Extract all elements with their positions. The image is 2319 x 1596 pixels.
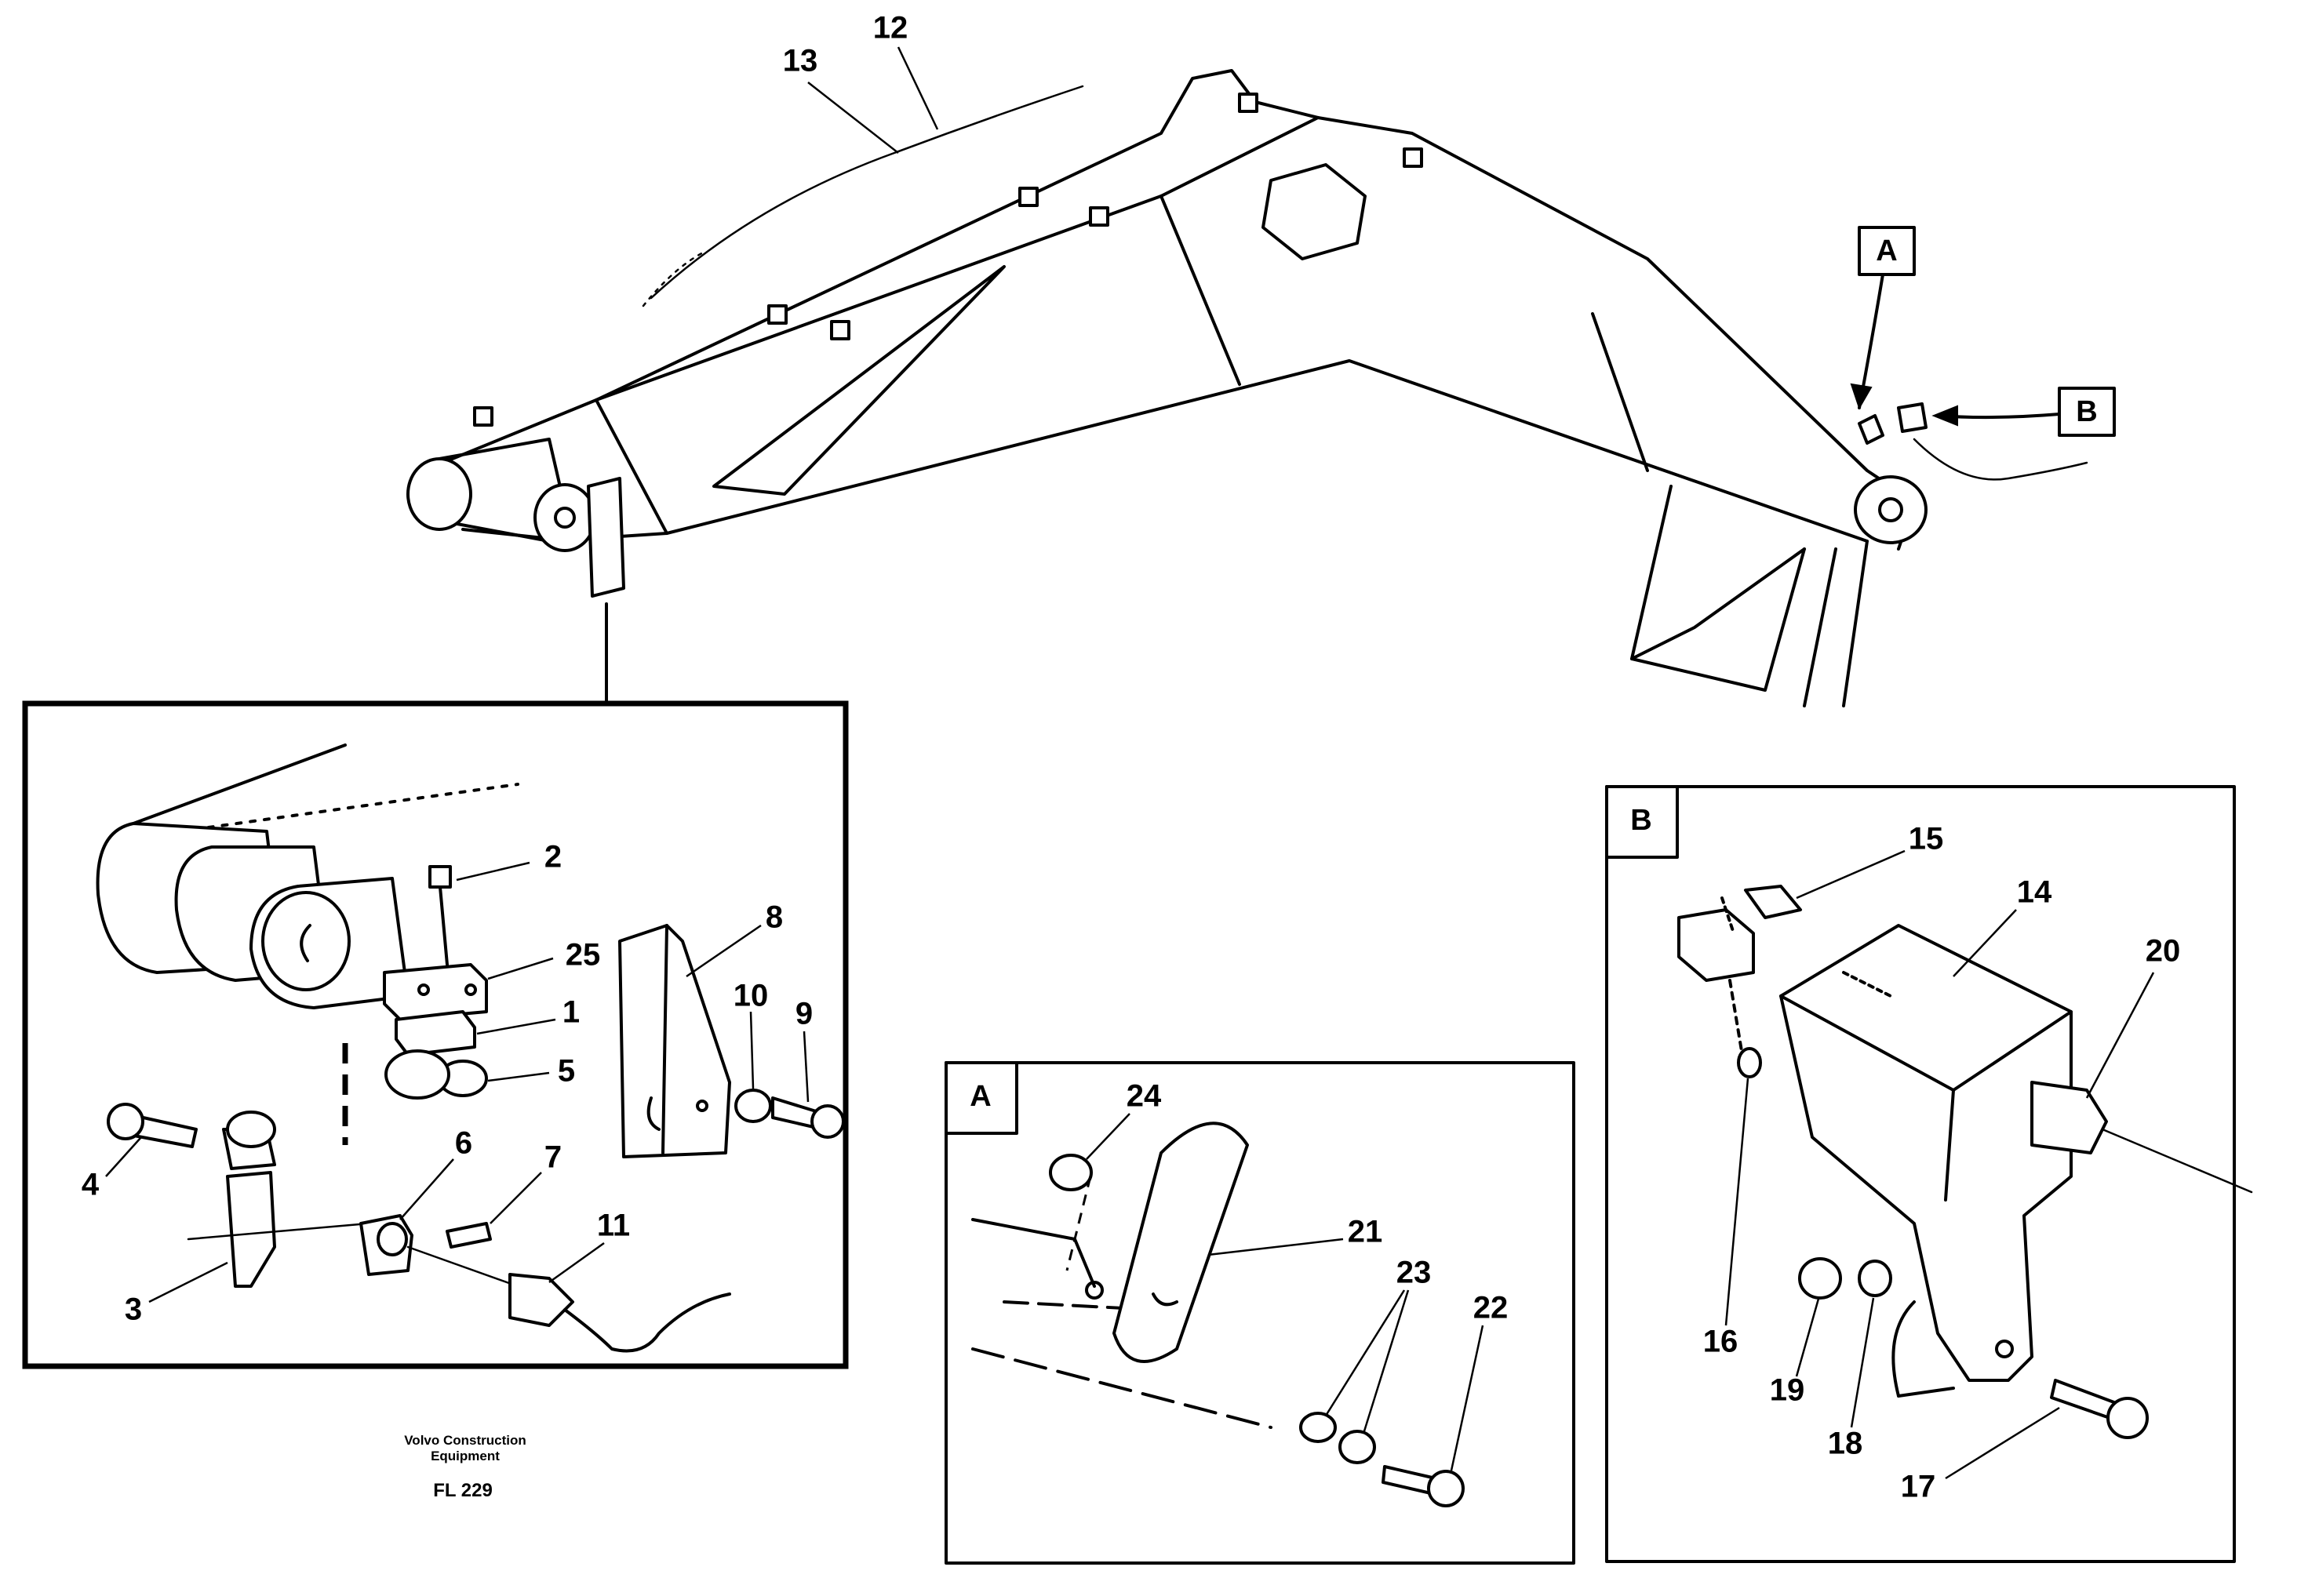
callout-24: 24: [1127, 1079, 1162, 1114]
callout-11: 11: [597, 1209, 630, 1243]
callout-2: 2: [544, 840, 562, 874]
svg-text:B: B: [2076, 395, 2097, 428]
caption-figure-id: FL 229: [433, 1480, 493, 1501]
callout-16: 16: [1703, 1325, 1738, 1359]
callout-23: 23: [1396, 1256, 1432, 1290]
callout-10: 10: [734, 979, 769, 1013]
callout-7: 7: [544, 1140, 562, 1175]
svg-text:A: A: [1876, 234, 1897, 267]
callout-20: 20: [2146, 934, 2181, 969]
callout-12: 12: [873, 11, 908, 45]
callout-14: 14: [2017, 875, 2052, 910]
callout-19: 19: [1770, 1373, 1805, 1408]
callout-17: 17: [1901, 1470, 1936, 1504]
view-a-marker: A: [1850, 226, 1916, 410]
view-b-marker: B: [1931, 387, 2116, 437]
callout-9: 9: [795, 997, 813, 1031]
callout-21: 21: [1348, 1215, 1383, 1249]
callout-5: 5: [558, 1054, 575, 1089]
callout-18: 18: [1828, 1427, 1863, 1461]
callout-22: 22: [1473, 1291, 1509, 1325]
boom-assembly: [406, 69, 2088, 707]
callout-13: 13: [783, 44, 818, 78]
svg-text:B: B: [1630, 804, 1651, 837]
callout-1: 1: [562, 995, 580, 1030]
callout-4: 4: [82, 1168, 100, 1202]
callout-25: 25: [566, 938, 601, 973]
caption-company-line2: Equipment: [431, 1449, 500, 1463]
detail-foot-sensor: [22, 700, 849, 1369]
callout-3: 3: [125, 1292, 142, 1327]
callout-6: 6: [455, 1126, 472, 1161]
caption-company-line1: Volvo Construction: [404, 1433, 526, 1448]
detail-view-a: A: [945, 1061, 1575, 1565]
svg-text:A: A: [970, 1080, 991, 1113]
detail-view-b: B: [1605, 785, 2253, 1563]
callout-8: 8: [766, 900, 783, 935]
callout-15: 15: [1909, 822, 1944, 856]
